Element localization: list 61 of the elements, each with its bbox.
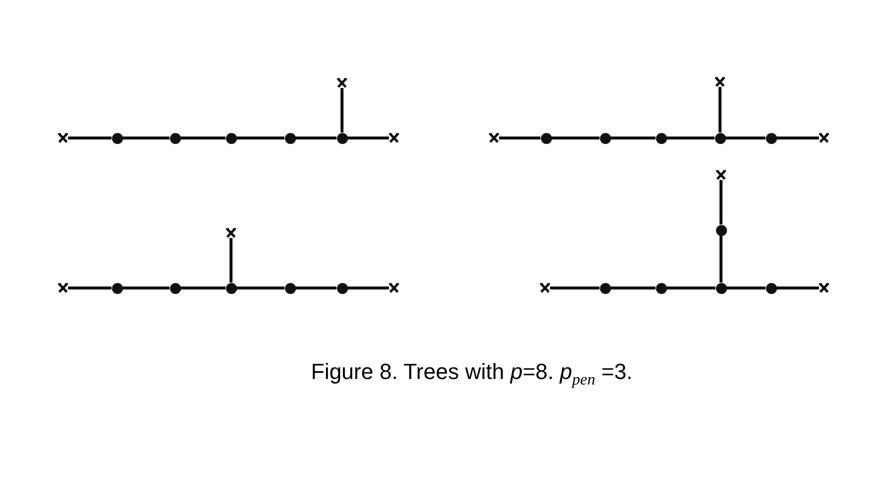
vertex-dot — [716, 282, 726, 294]
edge-line — [726, 136, 766, 140]
edge-line — [776, 136, 819, 140]
edge-line — [718, 87, 722, 132]
edge-line — [340, 88, 344, 132]
edge-line — [122, 136, 170, 140]
vertex-dot — [600, 132, 610, 144]
vertex-dot — [336, 132, 348, 144]
edge-line — [499, 136, 540, 140]
cross-mark — [716, 170, 726, 180]
cross-mark — [337, 78, 347, 88]
vertex-dot — [766, 132, 776, 144]
edge-line — [776, 286, 819, 290]
cross-mark — [58, 283, 68, 293]
edge-line — [610, 136, 656, 140]
vertex-dot — [112, 132, 122, 144]
vertex-dot — [284, 132, 296, 144]
edge-line — [68, 286, 112, 290]
edge-line — [180, 286, 226, 290]
vertex-dot — [170, 132, 180, 144]
vertex-dot — [170, 282, 180, 294]
vertex-dot — [656, 282, 666, 294]
edge-line — [236, 286, 284, 290]
edge-line — [236, 136, 284, 140]
edge-line — [230, 238, 232, 282]
vertex-dot — [284, 282, 296, 294]
edge-line — [610, 286, 656, 290]
vertex-dot — [336, 282, 348, 294]
cross-mark — [58, 133, 68, 143]
edge-line — [68, 136, 112, 140]
edge-line — [180, 136, 226, 140]
edge-line — [552, 136, 600, 140]
edge-line — [348, 286, 389, 290]
figure-caption: Figure 8. Trees with p=8. p$_{pen}$ =3. — [311, 358, 633, 390]
edge-line — [720, 236, 722, 282]
cross-mark — [819, 133, 829, 143]
vertex-dot — [600, 282, 610, 294]
edge-line — [550, 286, 600, 290]
vertex-dot — [714, 132, 726, 144]
cross-mark — [819, 283, 829, 293]
edge-line — [296, 286, 336, 290]
edge-line — [720, 180, 722, 224]
edge-line — [666, 286, 716, 290]
edge-line — [296, 136, 336, 140]
vertex-dot — [766, 282, 776, 294]
cross-mark — [540, 283, 550, 293]
vertex-dot — [656, 132, 666, 144]
edge-line — [122, 286, 170, 290]
edge-line — [666, 136, 714, 140]
vertex-dot — [540, 132, 552, 144]
vertex-dot — [226, 132, 236, 144]
vertex-dot — [226, 282, 236, 294]
vertex-dot — [112, 282, 122, 294]
edge-line — [726, 286, 766, 290]
edge-line — [348, 136, 389, 140]
cross-mark — [389, 133, 399, 143]
vertex-dot — [716, 224, 726, 236]
cross-mark — [226, 228, 236, 238]
cross-mark — [715, 77, 725, 87]
cross-mark — [489, 133, 499, 143]
cross-mark — [389, 283, 399, 293]
